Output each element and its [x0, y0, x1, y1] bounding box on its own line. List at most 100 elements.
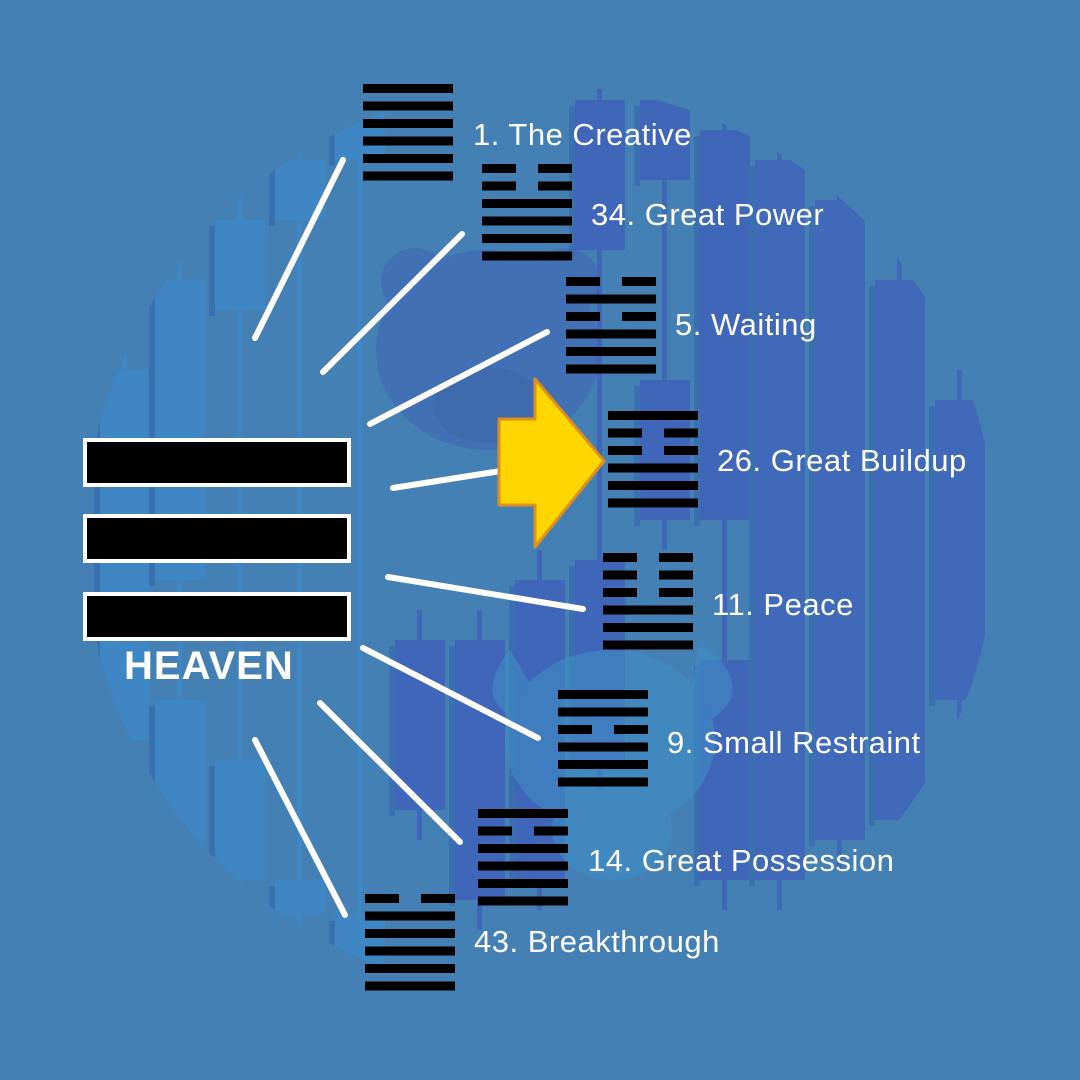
candle-shadow	[269, 166, 275, 226]
connector-line	[360, 645, 541, 741]
hexagram-1-icon	[363, 84, 453, 181]
hexagram-34-icon	[482, 164, 572, 261]
yin-line-half	[622, 277, 656, 286]
candle-shadow	[869, 286, 875, 826]
yang-line	[365, 981, 455, 991]
yang-line	[478, 861, 568, 871]
bull-watermark-icon	[492, 640, 733, 880]
hexagram-label-43: 43. Breakthrough	[474, 924, 720, 959]
hexagram-label-34: 34. Great Power	[591, 197, 825, 232]
candle-shadow	[809, 206, 815, 846]
candle-body	[640, 100, 690, 180]
candle-body	[575, 100, 625, 250]
heaven-trigram-icon	[83, 438, 351, 641]
yin-line-half	[365, 894, 399, 903]
connector-line	[252, 737, 348, 918]
candle-body	[755, 160, 805, 880]
yang-line	[365, 929, 455, 938]
yang-line	[558, 777, 648, 787]
candle-shadow	[209, 226, 215, 316]
candle-shadow	[634, 386, 640, 526]
yang-line	[363, 119, 453, 128]
yang-line	[566, 294, 656, 304]
yin-line-half	[659, 588, 693, 597]
yin-line-half	[659, 553, 693, 562]
hexagram-9-icon	[558, 690, 648, 787]
candle-body	[875, 280, 925, 820]
highlight-arrow-icon	[497, 377, 606, 549]
yin-line-half	[608, 428, 642, 438]
candle-body	[215, 760, 265, 880]
yang-line	[478, 879, 568, 888]
hexagram-26-icon	[608, 411, 698, 508]
yin-line-half	[482, 164, 516, 173]
yang-line	[558, 742, 648, 752]
yin-line-half	[478, 826, 512, 836]
connector-lines	[252, 157, 586, 918]
candle-shadow	[149, 286, 155, 586]
connector-line	[385, 574, 586, 612]
yang-line	[482, 216, 572, 226]
yin-line-half	[421, 894, 455, 903]
candle-shadow	[149, 706, 155, 886]
yang-line	[478, 809, 568, 818]
hexagram-14-icon	[478, 809, 568, 906]
yang-line	[365, 911, 455, 921]
connector-line	[317, 700, 463, 845]
candle-shadow	[569, 106, 575, 256]
candle-wick	[597, 85, 602, 790]
candle-body	[395, 700, 445, 810]
yang-line	[558, 707, 648, 717]
yang-line	[603, 640, 693, 650]
candle-shadow	[749, 166, 755, 886]
yang-line	[365, 964, 455, 973]
yin-line-half	[622, 312, 656, 321]
yang-line	[482, 251, 572, 261]
yin-line-half	[566, 277, 600, 286]
hexagram-43-icon	[365, 894, 455, 991]
yang-line	[478, 844, 568, 853]
yang-line	[363, 171, 453, 181]
yin-line-half	[534, 826, 568, 836]
trigram-name: HEAVEN	[124, 644, 294, 688]
yang-line	[608, 498, 698, 508]
yin-line-half	[664, 446, 698, 455]
candle-shadow	[329, 106, 335, 166]
hexagram-5-icon	[566, 277, 656, 374]
yang-line	[558, 760, 648, 769]
candle-shadow	[694, 136, 700, 526]
yang-line	[363, 84, 453, 93]
yin-line-half	[482, 181, 516, 191]
hexagram-label-26: 26. Great Buildup	[717, 443, 967, 478]
yin-line-half	[664, 428, 698, 438]
yang-line	[608, 481, 698, 490]
candle-shadow	[389, 706, 395, 816]
connector-line	[367, 329, 550, 427]
candle-body	[815, 200, 865, 840]
yang-line	[608, 463, 698, 473]
candle-body	[215, 220, 265, 310]
yang-line	[478, 896, 568, 906]
candle-shadow	[449, 646, 455, 906]
yang-line	[363, 101, 453, 111]
yin-line-half	[558, 725, 592, 734]
yin-line-half	[603, 553, 637, 562]
yang-line	[558, 690, 648, 699]
yin-line-half	[603, 570, 637, 580]
yin-line-half	[566, 312, 600, 321]
yang-line	[365, 946, 455, 956]
connector-line	[390, 467, 510, 491]
yang-line	[608, 411, 698, 420]
candle-shadow	[929, 406, 935, 706]
candle-body	[275, 880, 325, 915]
yang-line	[482, 234, 572, 243]
candle-wick	[357, 85, 362, 995]
yang-line	[566, 364, 656, 374]
yang-line	[603, 623, 693, 632]
hexagram-label-11: 11. Peace	[712, 587, 854, 622]
connector-line	[320, 231, 465, 375]
candle-body	[155, 700, 205, 880]
hexagram-label-14: 14. Great Possession	[588, 843, 895, 878]
